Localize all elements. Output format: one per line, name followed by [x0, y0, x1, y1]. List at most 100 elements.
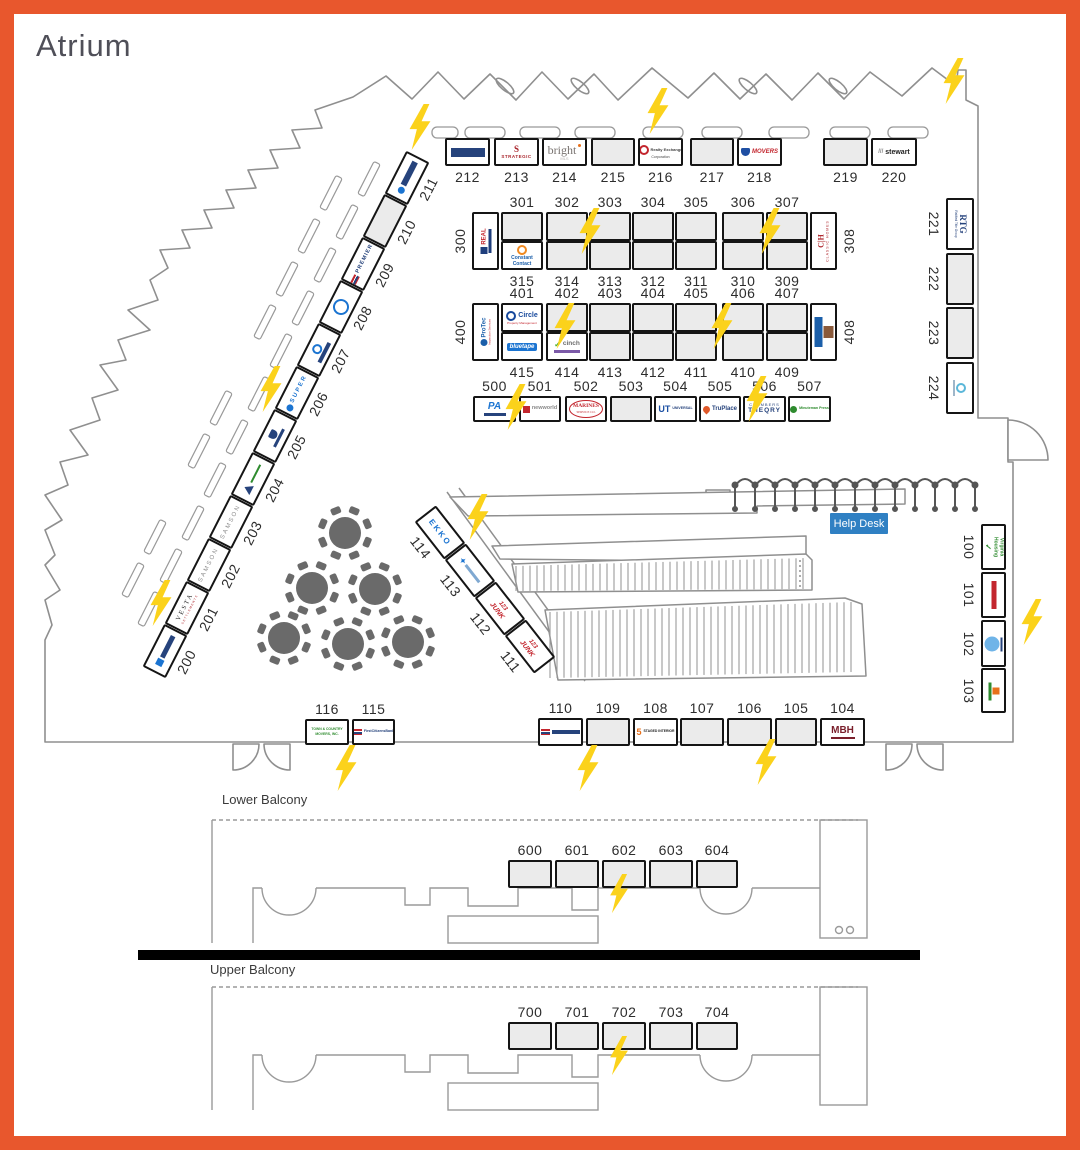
booth-312[interactable]: 312 — [632, 241, 674, 289]
booth-411[interactable]: 411 — [675, 332, 717, 380]
booth-101[interactable]: 101 — [961, 572, 1006, 618]
booth-box — [766, 241, 808, 270]
exhibitor-logo — [813, 306, 834, 358]
chair — [329, 591, 339, 603]
exhibitor-logo — [984, 671, 1003, 710]
chair — [257, 623, 267, 635]
booth-212[interactable]: 212 — [445, 138, 490, 185]
door-arc-icon — [1007, 419, 1049, 461]
booth-301[interactable]: 301 — [501, 194, 543, 241]
booth-box — [649, 1022, 693, 1050]
booth-412[interactable]: 412 — [632, 332, 674, 380]
booth-105[interactable]: 105 — [775, 700, 817, 746]
booth-701[interactable]: 701 — [555, 1004, 599, 1050]
booth-403[interactable]: 403 — [589, 285, 631, 332]
booth-306[interactable]: 306 — [722, 194, 764, 241]
booth-314[interactable]: 314 — [546, 241, 588, 289]
booth-700[interactable]: 700 — [508, 1004, 552, 1050]
booth-box — [632, 241, 674, 270]
booth-313[interactable]: 313 — [589, 241, 631, 289]
booth-215[interactable]: 215 — [591, 138, 635, 185]
booth-103[interactable]: 103 — [961, 668, 1006, 713]
booth-number: 110 — [548, 700, 573, 716]
booth-600[interactable]: 600 — [508, 842, 552, 888]
booth-107[interactable]: 107 — [680, 700, 724, 746]
booth-217[interactable]: 217 — [690, 138, 734, 185]
booth-102[interactable]: 102 — [961, 620, 1006, 667]
booth-410[interactable]: 410 — [722, 332, 764, 380]
booth-704[interactable]: 704 — [696, 1004, 738, 1050]
booth-106[interactable]: 106 — [727, 700, 772, 746]
booth-406[interactable]: 406 — [722, 285, 764, 332]
booth-402[interactable]: 402 — [546, 285, 588, 332]
booth-219[interactable]: 219 — [823, 138, 868, 185]
booth-409[interactable]: 409 — [766, 332, 808, 380]
booth-222[interactable]: 222 — [926, 253, 974, 305]
booth-109[interactable]: 109 — [586, 700, 630, 746]
booth-702[interactable]: 702 — [602, 1004, 646, 1050]
booth-110[interactable]: 110 — [538, 700, 583, 746]
booth-603[interactable]: 603 — [649, 842, 693, 888]
booth-box — [508, 860, 552, 888]
booth-310[interactable]: 310 — [722, 241, 764, 289]
chair — [318, 518, 328, 530]
booth-503[interactable]: 503 — [610, 378, 652, 422]
booth-309[interactable]: 309 — [766, 241, 808, 289]
booth-223[interactable]: 223 — [926, 307, 974, 359]
booth-304[interactable]: 304 — [632, 194, 674, 241]
booth-604[interactable]: 604 — [696, 842, 738, 888]
walkway-strip — [187, 433, 211, 469]
booth-302[interactable]: 302 — [546, 194, 588, 241]
booth-405[interactable]: 405 — [675, 285, 717, 332]
booth-box — [722, 212, 764, 241]
bench-outline — [829, 126, 871, 139]
booth-407[interactable]: 407 — [766, 285, 808, 332]
booth-404[interactable]: 404 — [632, 285, 674, 332]
help-desk[interactable]: Help Desk — [830, 513, 888, 534]
booth-305[interactable]: 305 — [675, 194, 717, 241]
walkway-strip — [319, 175, 343, 211]
booth-703[interactable]: 703 — [649, 1004, 693, 1050]
booth-box — [649, 860, 693, 888]
booth-602[interactable]: 602 — [602, 842, 646, 888]
booth-307[interactable]: 307 — [766, 194, 808, 241]
booth-408[interactable]: 408 — [810, 303, 857, 361]
booth-311[interactable]: 311 — [675, 241, 717, 289]
booth-224[interactable]: 224 — [926, 362, 974, 414]
chair — [297, 561, 309, 571]
booth-number: 224 — [926, 375, 942, 401]
booth-601[interactable]: 601 — [555, 842, 599, 888]
booth-303[interactable]: 303 — [589, 194, 631, 241]
booth-413[interactable]: 413 — [589, 332, 631, 380]
chair — [365, 629, 375, 641]
chair — [378, 606, 390, 616]
booth-box — [696, 860, 738, 888]
